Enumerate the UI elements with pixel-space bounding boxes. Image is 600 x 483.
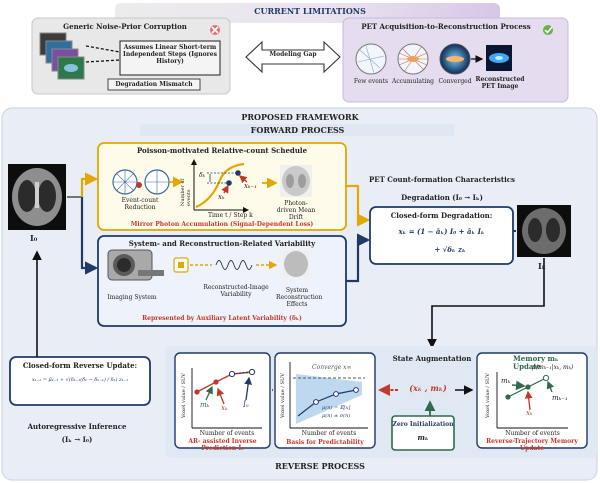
ar-xk-label: xₖ: [221, 404, 228, 412]
reconstructed-pet-thumbnail: [486, 45, 512, 71]
system-title: System- and Reconstruction-Related Varia…: [128, 239, 316, 248]
accumulating-circle: [397, 43, 429, 75]
degradation-equation-2: + √δₖ zₖ: [434, 245, 466, 254]
i0-label: I₀: [30, 233, 38, 243]
reduction-marker: [136, 182, 142, 188]
noisy-frames-stack: [39, 32, 85, 80]
reverse-title: REVERSE PROCESS: [275, 461, 365, 471]
forward-header-band: [140, 124, 455, 136]
assumption-box: [119, 40, 221, 76]
recon-variability-label: Reconstructed-Image Variability: [203, 284, 269, 298]
noise-prior-title: Generic Noise-Prior Corruption: [63, 22, 187, 31]
event-reduction-label: Event-count Reduction: [121, 197, 159, 211]
stage-accumulating: Accumulating: [391, 78, 434, 85]
few-events-circle: [355, 43, 387, 75]
autoregressive-direction: (Iₖ → I₀): [61, 435, 93, 444]
modeling-gap-label: Modeling Gap: [269, 51, 317, 58]
output-image-ik: [517, 205, 571, 257]
basis-plot: [289, 362, 368, 429]
closed-degradation-title: Closed-form Degradation:: [390, 211, 493, 220]
stage-converged: Converged: [438, 78, 472, 85]
memory-xk-label: xₖ: [526, 409, 533, 417]
mu-label: μ(n) = 𝔼[x]: [322, 405, 351, 411]
limitations-title: CURRENT LIMITATIONS: [254, 6, 366, 16]
imaging-system-label: Imaging System: [107, 294, 157, 301]
memory-mk-label: mₖ: [501, 377, 511, 385]
system-footer: Represented by Auxiliary Latent Variabil…: [142, 315, 302, 322]
zero-init-box: [391, 415, 455, 451]
reverse-equation: xₖ₋₁ = μ̃ₖ₋₁ + √(δₖ₋₁(δₖ − δₖ₋₁) / δₖ) z…: [31, 377, 129, 383]
ar-mk-label: mₖ: [200, 401, 210, 409]
system-effects-thumbnail: [282, 250, 310, 278]
drift-thumbnail: [280, 165, 312, 197]
memory-update-panel: [476, 352, 588, 449]
mismatch-text: Degradation Mismatch: [115, 81, 193, 88]
basis-ylabel: Voxel value / SUV: [280, 373, 286, 418]
memory-ylabel: Voxel value / SUV: [485, 373, 491, 418]
closed-reverse-title: Closed-form Reverse Update:: [22, 361, 138, 370]
check-icon: [543, 25, 553, 35]
poisson-footer: Mirror Photon Accumulation (Signal-Depen…: [130, 221, 314, 228]
ar-xlabel: Number of events: [199, 430, 255, 437]
zero-init-label: Zero Initialization: [392, 421, 454, 428]
closed-form-reverse-box: [9, 356, 151, 406]
ar-plot: [191, 368, 262, 429]
forward-title: FORWARD PROCESS: [250, 125, 345, 135]
basis-predictability-panel: [274, 352, 376, 449]
basis-caption: Basis for Predictability: [286, 439, 364, 446]
event-wheel-sparse: [144, 169, 170, 195]
poisson-title: Poisson-motivated Relative-count Schedul…: [136, 146, 308, 155]
mismatch-box: [107, 78, 201, 91]
closed-form-degradation-box: [369, 206, 514, 265]
input-image-i0: [8, 164, 66, 230]
basis-xlabel: Number of events: [301, 430, 357, 437]
memory-xlabel: Number of events: [505, 430, 560, 437]
memory-equation: p(mₖ₋₁|xₖ, mₖ): [532, 364, 574, 371]
modeling-gap-arrow: [245, 40, 341, 74]
pet-char-title: PET Count-formation Characteristics: [369, 175, 515, 184]
xk1-label: xₖ₋₁: [244, 182, 258, 190]
event-wheel-dense: [112, 169, 138, 195]
system-effects-label: System Reconstruction Effects: [276, 287, 323, 308]
memory-mk1-label: mₖ₋₁: [552, 394, 568, 402]
stage-few-events: Few events: [353, 78, 389, 85]
memory-caption: Reverse-Trajectory Memory Update: [486, 438, 578, 452]
drift-label: Photon-driven Mean Drift: [276, 200, 316, 221]
stage-reconstructed: Reconstructed PET Image: [475, 76, 525, 90]
state-augmentation-label: State Augmentation: [392, 354, 472, 363]
memory-title: Memory mₖ Update: [513, 354, 559, 371]
ar-i0hat-label: Î₀: [243, 401, 249, 409]
state-pair-label: (xₖ , mₖ): [409, 383, 447, 393]
ik-label: Iₖ: [538, 261, 546, 271]
autoregressive-label: Autoregressive Inference: [27, 422, 127, 431]
mu-sigma-label: μ(n) ± σ(n): [322, 413, 351, 419]
assumption-text: Assumes Linear Short-term Independent St…: [123, 44, 217, 65]
framework-title: PROPOSED FRAMEWORK: [241, 112, 359, 122]
converged-circle: [439, 43, 471, 75]
ar-ylabel: Voxel value / SUV: [181, 373, 187, 418]
degradation-equation-1: xₖ = (1 − āₖ) I₀ + āₖ Iₖ: [398, 227, 485, 236]
delta-k-label: δₖ: [199, 172, 205, 179]
degradation-label: Degradation (I₀ → Iₖ): [401, 193, 483, 202]
chip-icon: [173, 257, 189, 273]
pet-process-title: PET Acquisition-to-Reconstruction Proces…: [361, 22, 531, 31]
pet-scanner: [107, 249, 164, 281]
ar-caption: AR- assisted Inverse Prediction Î₀: [188, 438, 257, 452]
zero-init-mk: mₖ: [417, 433, 429, 442]
converge-label: Converge x∞: [312, 364, 352, 371]
schedule-xlabel: Time t / Step k: [208, 212, 253, 219]
xk-label: xₖ: [218, 193, 225, 201]
schedule-ylabel: Number of events: [180, 178, 192, 206]
schedule-plot: [191, 159, 249, 213]
variability-wave: [215, 260, 253, 270]
memory-plot: [496, 372, 568, 429]
